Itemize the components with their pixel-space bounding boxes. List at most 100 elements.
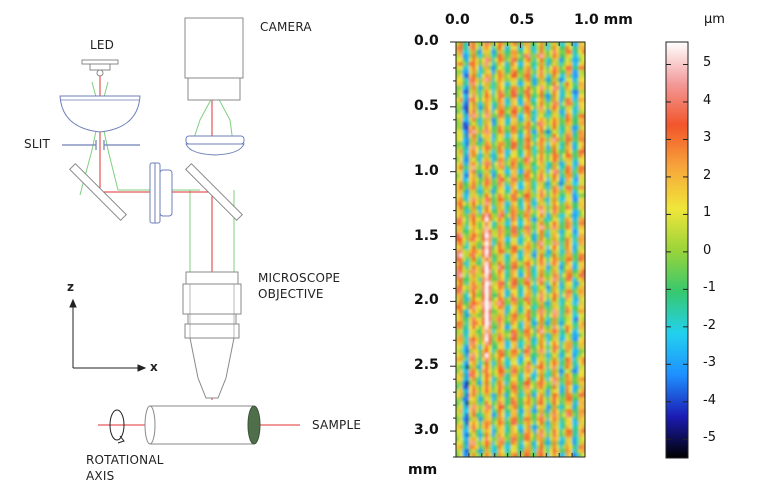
heatmap-cell: [504, 257, 509, 263]
heatmap-cell: [520, 42, 525, 47]
heatmap-cell: [536, 169, 541, 175]
heatmap-cell: [552, 177, 557, 183]
heatmap-cell: [465, 305, 470, 310]
heatmap-cell: [552, 273, 557, 279]
heatmap-cell: [549, 281, 554, 287]
heatmap-cell: [565, 437, 570, 442]
heatmap-cell: [501, 433, 505, 438]
heatmap-cell: [504, 385, 509, 390]
heatmap-cell: [481, 121, 486, 127]
heatmap-cell: [575, 389, 580, 394]
heatmap-cell: [514, 413, 518, 418]
heatmap-cell: [491, 169, 496, 175]
heatmap-cell: [488, 429, 493, 434]
heatmap-cell: [475, 245, 480, 251]
heatmap-cell: [459, 93, 464, 99]
heatmap-cell: [565, 189, 570, 195]
heatmap-cell: [510, 373, 515, 378]
heatmap-cell: [459, 117, 464, 123]
heatmap-cell: [536, 317, 541, 322]
heatmap-cell: [555, 425, 560, 430]
heatmap-cell: [543, 45, 547, 51]
heatmap-cell: [507, 289, 512, 294]
heatmap-cell: [504, 361, 509, 366]
heatmap-cell: [578, 45, 583, 51]
heatmap-cell: [491, 325, 496, 330]
heatmap-cell: [517, 197, 522, 203]
heatmap-cell: [481, 145, 486, 151]
tube-lens: [185, 135, 245, 156]
heatmap-cell: [510, 377, 515, 382]
heatmap-cell: [459, 373, 464, 378]
heatmap-cell: [462, 161, 467, 167]
heatmap-cell: [552, 145, 557, 151]
heatmap-cell: [468, 61, 473, 67]
heatmap-cell: [501, 273, 505, 279]
heatmap-cell: [562, 321, 567, 326]
heatmap-cell: [494, 173, 499, 179]
heatmap-cell: [465, 389, 470, 394]
heatmap-cell: [497, 449, 502, 454]
heatmap-cell: [507, 249, 512, 255]
heatmap-cell: [533, 357, 538, 362]
heatmap-cell: [456, 265, 460, 271]
heatmap-cell: [520, 269, 525, 275]
colorbar-tick-label: 1: [703, 205, 712, 221]
heatmap-cell: [488, 185, 493, 191]
heatmap-cell: [565, 81, 570, 87]
heatmap-cell: [543, 325, 547, 330]
heatmap-cell: [549, 305, 554, 310]
heatmap-cell: [552, 365, 557, 370]
heatmap-cell: [485, 213, 489, 219]
heatmap-cell: [549, 109, 554, 115]
heatmap-cell: [497, 321, 502, 326]
heatmap-cell: [578, 157, 583, 163]
heatmap-cell: [465, 373, 470, 378]
heatmap-cell: [501, 197, 505, 203]
heatmap-cell: [497, 129, 502, 135]
heatmap-cell: [488, 269, 493, 275]
heatmap-cell: [456, 397, 460, 402]
heatmap-cell: [552, 353, 557, 358]
heatmap-cell: [514, 189, 518, 195]
heatmap-cell: [491, 281, 496, 287]
heatmap-cell: [549, 353, 554, 358]
heatmap-cell: [465, 381, 470, 386]
heatmap-cell: [497, 77, 502, 83]
heatmap-cell: [536, 193, 541, 199]
heatmap-cell: [530, 421, 534, 426]
heatmap-cell: [572, 229, 576, 235]
heatmap-cell: [565, 73, 570, 79]
heatmap-cell: [472, 97, 476, 103]
heatmap-cell: [491, 357, 496, 362]
heatmap-cell: [481, 433, 486, 438]
heatmap-cell: [462, 45, 467, 51]
heatmap-cell: [581, 217, 585, 223]
heatmap-cell: [543, 305, 547, 310]
heatmap-cell: [478, 437, 483, 442]
heatmap-cell: [504, 353, 509, 358]
heatmap-cell: [578, 333, 583, 338]
heatmap-cell: [456, 77, 460, 83]
heatmap-cell: [559, 325, 564, 330]
heatmap-cell: [507, 265, 512, 271]
heatmap-cell: [488, 401, 493, 406]
heatmap-cell: [497, 81, 502, 87]
heatmap-cell: [536, 385, 541, 390]
heatmap-cell: [543, 385, 547, 390]
heatmap-cell: [462, 229, 467, 235]
heatmap-cell: [465, 285, 470, 290]
heatmap-cell: [478, 341, 483, 346]
heatmap-cell: [565, 413, 570, 418]
heatmap-cell: [523, 205, 528, 211]
heatmap-cell: [456, 445, 460, 450]
heatmap-cell: [555, 69, 560, 75]
heatmap-cell: [581, 137, 585, 143]
heatmap-cell: [526, 285, 531, 290]
heatmap-cell: [497, 101, 502, 107]
heatmap-cell: [581, 285, 585, 290]
relay-lens: [149, 162, 173, 224]
heatmap-cell: [475, 217, 480, 223]
heatmap-cell: [555, 325, 560, 330]
